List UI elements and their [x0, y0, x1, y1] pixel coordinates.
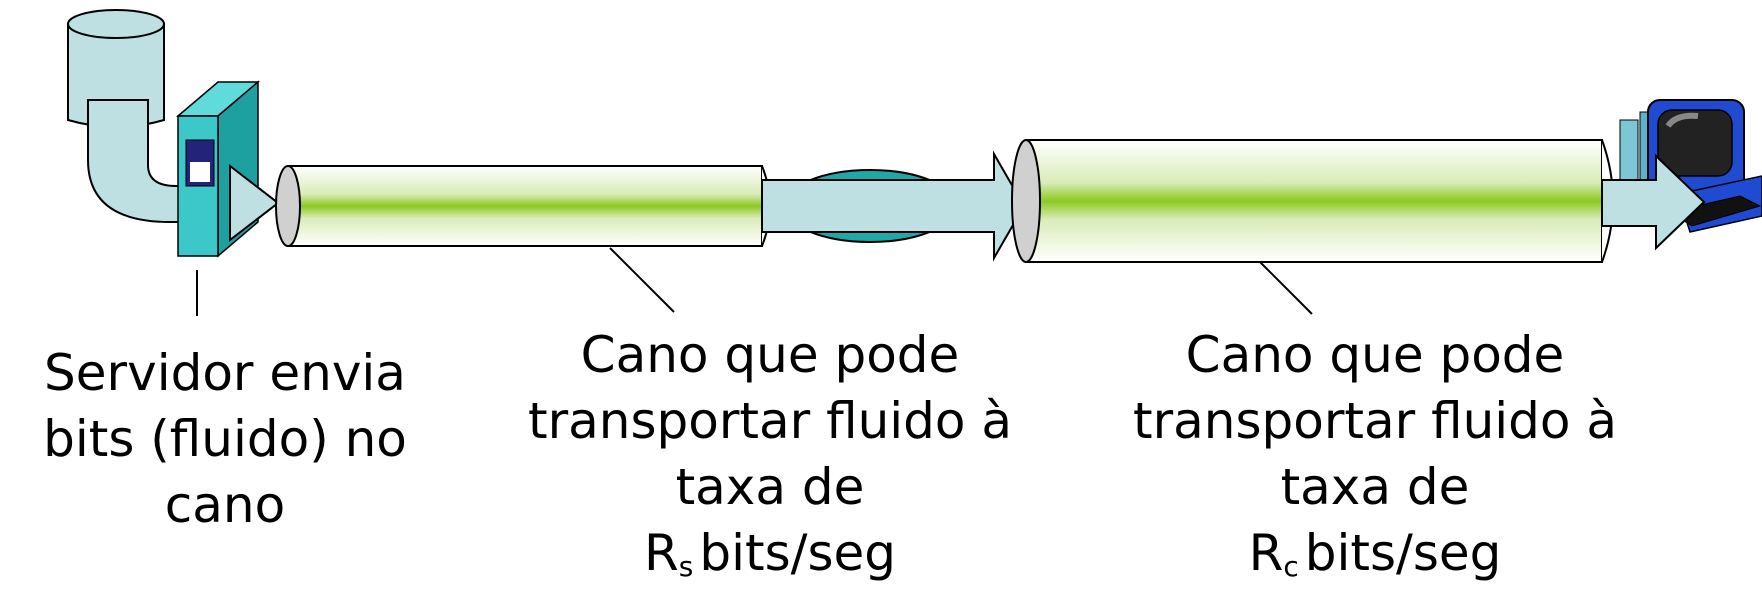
pipe-server-caption-line1: Cano que pode: [580, 326, 960, 384]
pipe-client-side: [1011, 139, 1614, 263]
pipe-client-caption-line1: Cano que pode: [1185, 326, 1565, 384]
server-caption-line1: Servidor envia: [44, 344, 406, 402]
pipe-server-leader-line: [609, 247, 675, 313]
pipe-server-caption-line2: transportar fluido à: [527, 392, 1013, 450]
server-icon: [175, 80, 261, 258]
server-caption: Servidor envia bits (fluido) no cano: [0, 340, 450, 538]
pipe-server-side: [275, 165, 771, 247]
pipe-server-caption-line3: taxa de: [675, 458, 865, 516]
rate-unit: bits/seg: [699, 524, 897, 582]
output-arrow: [1601, 153, 1706, 251]
connector-arrow: [761, 150, 1026, 262]
rate-subscript: s: [678, 550, 694, 583]
pipe-client-caption-line2: transportar fluido à: [1132, 392, 1618, 450]
rate-subscript: c: [1283, 550, 1299, 583]
server-caption-line2: bits (fluido) no: [43, 410, 407, 468]
pipe-client-caption: Cano que pode transportar fluido à taxa …: [1085, 322, 1665, 600]
pipe-client-caption-line3: taxa de: [1280, 458, 1470, 516]
pipe-client-leader-line: [1259, 261, 1313, 315]
computer-icon: [1619, 99, 1762, 233]
rate-symbol: R: [1248, 524, 1284, 582]
rate-symbol: R: [643, 524, 679, 582]
rate-unit: bits/seg: [1304, 524, 1502, 582]
pipe-server-caption: Cano que pode transportar fluido à taxa …: [480, 322, 1060, 600]
server-caption-line3: cano: [164, 476, 286, 534]
